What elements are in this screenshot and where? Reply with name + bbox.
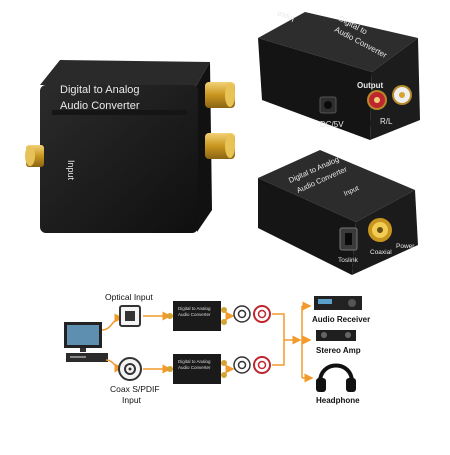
audio-receiver-icon — [314, 296, 362, 310]
converter-box-coax: Digital to Analog Audio Converter — [167, 354, 227, 384]
dvd-player-icon — [66, 353, 108, 362]
headphone-icon — [316, 363, 356, 392]
converter-front-view: Digital to Analog Audio Converter Input — [25, 60, 235, 233]
back-rl-label: R/L — [380, 117, 393, 126]
connection-diagram: Optical Input Coax S/PDIF Input Digital … — [64, 292, 370, 405]
optical-input-label: Optical Input — [105, 292, 153, 302]
side-coaxial-label: Coaxial — [370, 249, 392, 256]
rca-white-output-icon — [233, 305, 251, 323]
stereo-amp-icon — [316, 330, 356, 341]
back-dc-label: DC/5V — [320, 120, 344, 129]
front-title-line1: Digital to Analog — [60, 84, 140, 96]
back-input-label: Input — [275, 9, 296, 24]
side-toslink-label: Toslink — [338, 257, 359, 264]
front-input-label: Input — [66, 160, 76, 181]
rca-red-output-icon — [253, 356, 271, 374]
rca-red-output-icon — [253, 305, 271, 323]
converter-side-view: Digital to Analog Audio Converter Input … — [258, 150, 418, 275]
stereo-amp-label: Stereo Amp — [316, 346, 361, 355]
coax-label-line1: Coax S/PDIF — [110, 384, 160, 394]
box-label-line2: Audio Converter — [178, 312, 211, 317]
box-label-line1: Digital to Analog — [178, 306, 211, 311]
audio-receiver-label: Audio Receiver — [312, 315, 370, 324]
front-title-line2: Audio Converter — [60, 100, 140, 112]
coax-label-line2: Input — [122, 395, 142, 405]
headphone-label: Headphone — [316, 396, 360, 405]
converter-box-optical: Digital to Analog Audio Converter — [167, 301, 227, 331]
converter-back-view: Digital to Audio Converter Input Output … — [258, 9, 420, 140]
rca-white-output-icon — [233, 356, 251, 374]
tv-icon — [64, 322, 102, 352]
side-power-label: Power — [396, 243, 415, 250]
box-label-line1: Digital to Analog — [178, 359, 211, 364]
box-label-line2: Audio Converter — [178, 365, 211, 370]
back-output-label: Output — [357, 81, 384, 90]
